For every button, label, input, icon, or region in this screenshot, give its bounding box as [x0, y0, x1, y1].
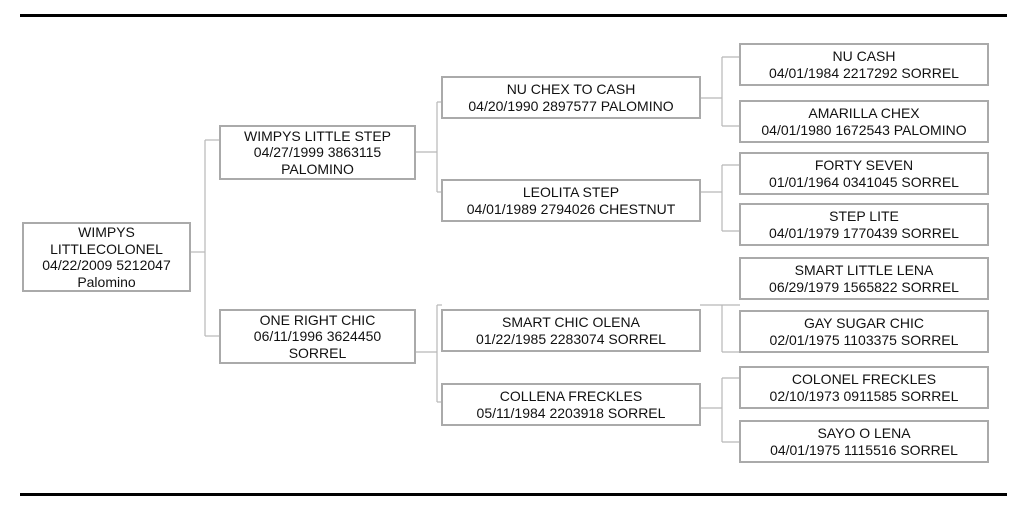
dam-box: ONE RIGHT CHIC 06/11/1996 3624450 SORREL: [219, 309, 416, 364]
sire-sire-name: NU CHEX TO CASH: [506, 81, 636, 97]
gen3-details: 04/01/1980 1672543 PALOMINO: [761, 121, 967, 138]
dam-dam-details: 05/11/1984 2203918 SORREL: [476, 404, 666, 421]
gen3-box-4: STEP LITE 04/01/1979 1770439 SORREL: [739, 203, 989, 246]
sire-name: WIMPYS LITTLE STEP: [243, 127, 392, 144]
subject-color: Palomino: [77, 273, 136, 290]
dam-details: 06/11/1996 3624450: [253, 328, 382, 345]
gen3-details: 04/01/1975 1115516 SORREL: [770, 441, 958, 458]
gen3-box-7: COLONEL FRECKLES 02/10/1973 0911585 SORR…: [739, 366, 989, 409]
subject-horse-box: WIMPYS LITTLECOLONEL 04/22/2009 5212047 …: [22, 222, 191, 292]
sire-color: PALOMINO: [281, 160, 354, 177]
sire-sire-box: NU CHEX TO CASH 04/20/1990 2897577 PALOM…: [441, 76, 701, 119]
gen3-box-2: AMARILLA CHEX 04/01/1980 1672543 PALOMIN…: [739, 100, 989, 143]
gen3-box-6: GAY SUGAR CHIC 02/01/1975 1103375 SORREL: [739, 310, 989, 353]
dam-dam-box: COLLENA FRECKLES 05/11/1984 2203918 SORR…: [441, 383, 701, 426]
gen3-details: 04/01/1979 1770439 SORREL: [769, 224, 959, 241]
gen3-box-5: SMART LITTLE LENA 06/29/1979 1565822 SOR…: [739, 257, 989, 300]
bottom-rule: [20, 493, 1007, 496]
sire-dam-box: LEOLITA STEP 04/01/1989 2794026 CHESTNUT: [441, 179, 701, 222]
dam-name: ONE RIGHT CHIC: [259, 311, 376, 328]
gen3-details: 02/10/1973 0911585 SORREL: [769, 387, 959, 404]
gen3-details: 04/01/1984 2217292 SORREL: [769, 64, 959, 81]
gen3-name: STEP LITE: [829, 208, 899, 224]
gen3-name: SMART LITTLE LENA: [794, 262, 934, 278]
sire-dam-details: 04/01/1989 2794026 CHESTNUT: [466, 200, 676, 217]
sire-sire-details: 04/20/1990 2897577 PALOMINO: [468, 97, 674, 114]
gen3-box-1: NU CASH 04/01/1984 2217292 SORREL: [739, 43, 989, 86]
top-rule: [20, 14, 1007, 17]
gen3-name: FORTY SEVEN: [814, 157, 914, 173]
sire-dam-name: LEOLITA STEP: [522, 184, 620, 200]
sire-details: 04/27/1999 3863115: [253, 144, 382, 161]
gen3-name: AMARILLA CHEX: [808, 105, 920, 121]
gen3-details: 01/01/1964 0341045 SORREL: [769, 173, 959, 190]
dam-sire-details: 01/22/1985 2283074 SORREL: [476, 330, 666, 347]
gen3-details: 02/01/1975 1103375 SORREL: [769, 331, 959, 348]
subject-details: 04/22/2009 5212047: [42, 257, 171, 273]
gen3-box-8: SAYO O LENA 04/01/1975 1115516 SORREL: [739, 420, 989, 463]
dam-sire-name: SMART CHIC OLENA: [502, 314, 640, 330]
gen3-name: NU CASH: [832, 48, 896, 64]
gen3-name: COLONEL FRECKLES: [791, 371, 937, 387]
gen3-name: SAYO O LENA: [817, 425, 911, 441]
dam-sire-box: SMART CHIC OLENA 01/22/1985 2283074 SORR…: [441, 309, 701, 352]
sire-box: WIMPYS LITTLE STEP 04/27/1999 3863115 PA…: [219, 125, 416, 180]
subject-name-line2: LITTLECOLONEL: [50, 240, 163, 257]
dam-color: SORREL: [288, 344, 347, 361]
gen3-box-3: FORTY SEVEN 01/01/1964 0341045 SORREL: [739, 152, 989, 195]
gen3-name: GAY SUGAR CHIC: [803, 315, 925, 331]
subject-name-line1: WIMPYS: [78, 224, 135, 240]
gen3-details: 06/29/1979 1565822 SORREL: [769, 278, 959, 295]
dam-dam-name: COLLENA FRECKLES: [499, 388, 643, 404]
